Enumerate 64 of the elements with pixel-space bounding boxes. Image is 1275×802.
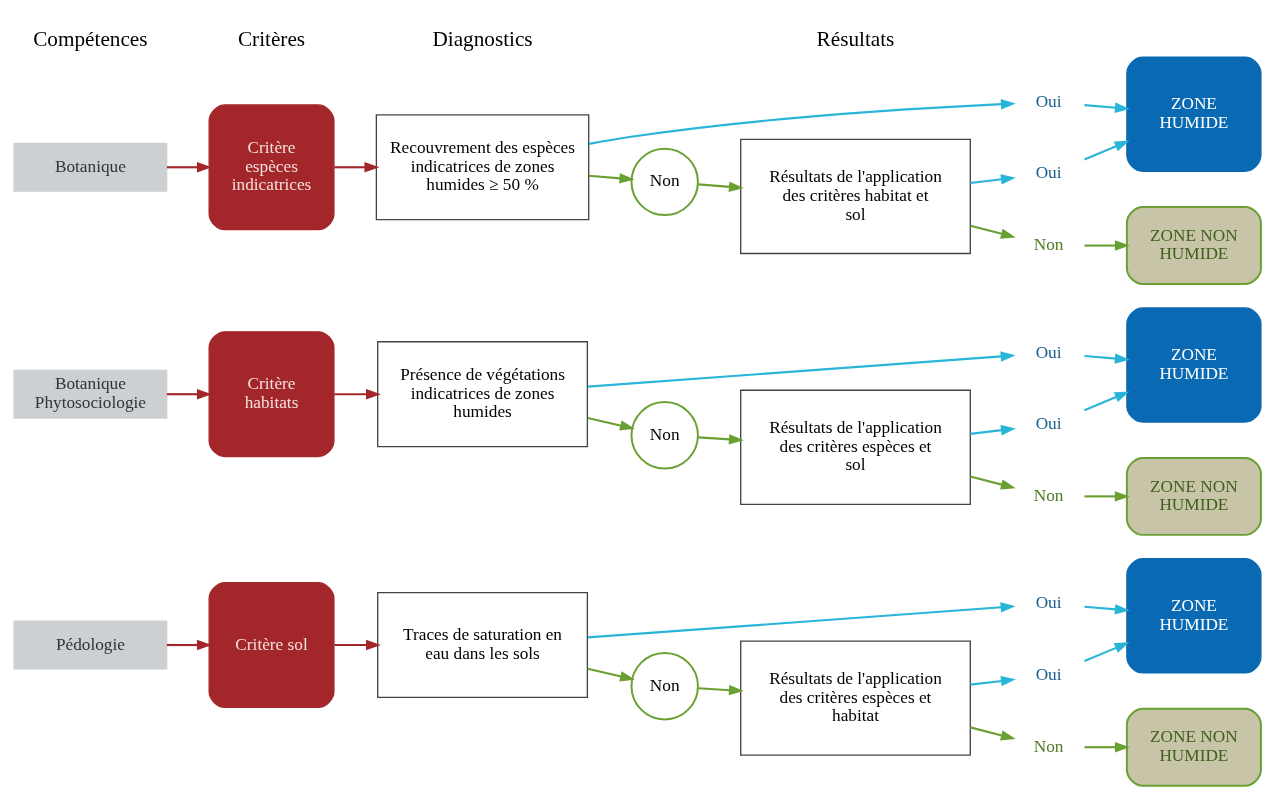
node-box: ZONE NON HUMIDE xyxy=(1125,707,1262,787)
node-box: Résultats de l'application des critères habitat et sol xyxy=(740,138,971,254)
node-text: Oui xyxy=(1035,413,1062,433)
node-text: Oui xyxy=(1035,664,1062,684)
arrow xyxy=(166,639,212,650)
node-box: ZONE HUMIDE xyxy=(1126,55,1262,172)
arrow xyxy=(970,224,1016,239)
arrow xyxy=(698,181,744,192)
node-box: ZONE HUMIDE xyxy=(1126,557,1262,674)
node-box: Résultats de l'application des critères espèces et habitat xyxy=(740,639,971,756)
arrow xyxy=(698,433,744,445)
node-box: ZONE NON HUMIDE xyxy=(1125,205,1262,285)
node-box: Pédologie xyxy=(13,619,168,670)
arrow xyxy=(588,98,1016,145)
node-text: Non xyxy=(1033,234,1064,254)
arrow xyxy=(970,173,1016,185)
node-circle: Non xyxy=(630,651,699,720)
arrow xyxy=(334,639,381,650)
node-box: Traces de saturation en eau dans les sols xyxy=(377,591,589,698)
node-box: Recouvrement des espèces indicatrices de zones humides ≥ 50 % xyxy=(375,113,590,220)
node-box: Botanique xyxy=(13,142,168,192)
label: Critères xyxy=(237,26,306,51)
label: Diagnostics xyxy=(432,26,533,51)
arrow xyxy=(1084,140,1130,160)
node-text: Oui xyxy=(1035,342,1062,362)
arrow xyxy=(1084,102,1130,113)
node-box: Critère espèces indicatrices xyxy=(208,103,335,230)
arrow xyxy=(1084,352,1130,364)
node-text: Oui xyxy=(1035,592,1062,612)
node-text: Non xyxy=(1033,485,1064,505)
node-box: Critère sol xyxy=(208,581,335,708)
node-text: Oui xyxy=(1035,91,1062,111)
arrow xyxy=(1084,641,1130,662)
arrow xyxy=(166,161,212,172)
arrow xyxy=(1084,490,1130,502)
arrow xyxy=(1084,741,1130,752)
arrow xyxy=(970,424,1016,435)
node-box: Présence de végétations indicatrices de zones humides xyxy=(377,340,589,447)
arrow xyxy=(970,725,1016,740)
node-box: Critère habitats xyxy=(208,330,335,457)
node-box: Botanique Phytosociologie xyxy=(13,369,168,419)
arrow xyxy=(587,350,1016,388)
arrow xyxy=(587,416,635,431)
node-box: ZONE NON HUMIDE xyxy=(1125,456,1262,536)
node-box: ZONE HUMIDE xyxy=(1126,306,1262,423)
node-text: Oui xyxy=(1035,162,1062,182)
arrow xyxy=(1084,239,1130,251)
arrow xyxy=(587,667,635,681)
node-circle: Non xyxy=(630,400,699,470)
arrow xyxy=(334,388,381,399)
arrow xyxy=(166,388,212,399)
node-text: Non xyxy=(1033,736,1064,756)
arrow xyxy=(334,161,380,172)
node-circle: Non xyxy=(630,147,699,216)
arrow xyxy=(970,675,1016,686)
arrow xyxy=(587,601,1016,638)
arrow xyxy=(588,172,635,183)
node-box: Résultats de l'application des critères espèces et sol xyxy=(740,389,971,505)
label: Compétences xyxy=(33,26,148,51)
label: Résultats xyxy=(816,26,895,51)
arrow xyxy=(970,475,1016,490)
arrow xyxy=(698,684,744,695)
arrow xyxy=(1084,390,1130,411)
arrow xyxy=(1084,603,1130,615)
